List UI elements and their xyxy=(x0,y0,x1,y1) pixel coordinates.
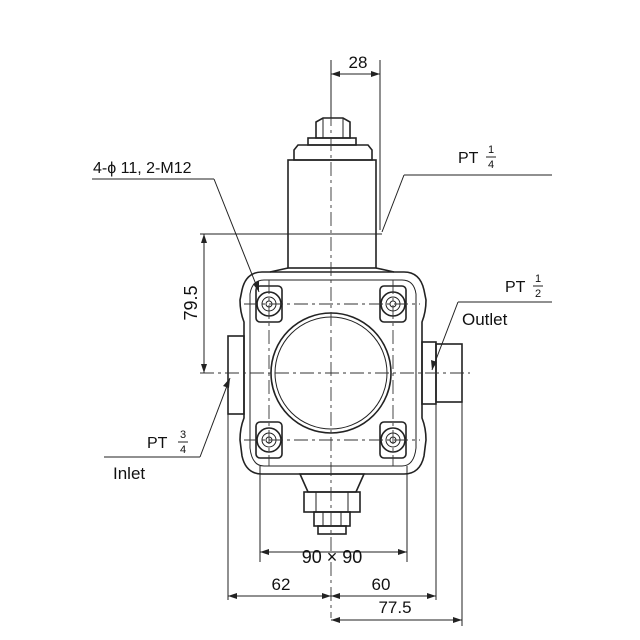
dimension-bolt-square-text: 90 × 90 xyxy=(302,547,363,567)
dimension-bolt-square: 90 × 90 xyxy=(259,466,408,567)
dimension-left-width: 62 xyxy=(227,414,331,600)
callout-pt-quarter: PT 1 4 xyxy=(381,144,552,233)
pt-three-quarter-base: PT xyxy=(147,435,168,452)
dimension-height-text: 79.5 xyxy=(181,285,201,320)
callout-pt-half: PT 1 2 Outlet xyxy=(431,273,552,371)
pt-half-num: 1 xyxy=(535,273,541,285)
flange-plate xyxy=(239,271,427,475)
bolt-spec-label: 4-ϕ 11, 2-M12 xyxy=(93,160,192,177)
top-housing xyxy=(269,117,395,273)
center-lines xyxy=(200,62,470,618)
dimension-top-width-text: 28 xyxy=(349,53,368,72)
pt-three-quarter-den: 4 xyxy=(180,444,186,456)
dimension-top-width: 28 xyxy=(330,53,381,168)
bottom-adjuster xyxy=(298,473,366,535)
dimension-height: 79.5 xyxy=(181,233,382,373)
callout-pt-three-quarter: PT 3 4 Inlet xyxy=(104,377,231,483)
pt-three-quarter-num: 3 xyxy=(180,429,186,441)
dimension-right-width-text: 60 xyxy=(372,575,391,594)
pt-half-den: 2 xyxy=(535,288,541,300)
outlet-label: Outlet xyxy=(462,310,508,329)
dimension-overall-right: 77.5 xyxy=(331,402,463,626)
dimension-overall-right-text: 77.5 xyxy=(378,598,411,617)
callout-bolt-spec: 4-ϕ 11, 2-M12 xyxy=(92,160,260,293)
inlet-port xyxy=(227,335,245,415)
dimension-left-width-text: 62 xyxy=(272,575,291,594)
dimension-right-width: 60 xyxy=(331,404,437,600)
pt-half-base: PT xyxy=(505,279,526,296)
pt-quarter-den: 4 xyxy=(488,159,494,171)
pt-quarter-base: PT xyxy=(458,150,479,167)
inlet-label: Inlet xyxy=(113,464,145,483)
pt-quarter-num: 1 xyxy=(488,144,494,156)
